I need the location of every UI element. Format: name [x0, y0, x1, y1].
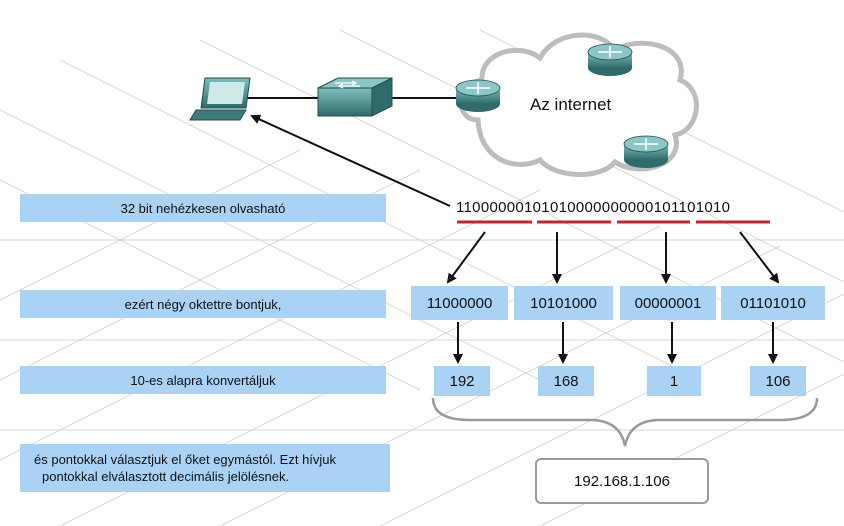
decimal-box-4: 106	[750, 366, 806, 396]
step-label-4-line-1: és pontokkal választjuk el őket egymástó…	[34, 452, 337, 467]
background-grid	[0, 29, 844, 526]
octet-box-2: 10101000	[514, 286, 613, 320]
decimal-box-1: 192	[434, 366, 490, 396]
router-icon	[623, 135, 669, 168]
decimal-box-3: 1	[647, 366, 701, 396]
convert-arrows	[453, 322, 778, 364]
split-arrows	[446, 231, 780, 284]
decimal-box-2: 168	[538, 366, 594, 396]
step-label-1: 32 bit nehézkesen olvasható	[20, 194, 386, 222]
router-icon	[455, 79, 501, 112]
router-icon	[587, 43, 633, 76]
step-label-4-line-2: pontokkal elválasztott decimális jelölés…	[42, 469, 290, 484]
step-label-2: ezért négy oktettre bontjuk,	[20, 290, 386, 318]
switch-icon	[317, 77, 393, 117]
step-label-4: és pontokkal választjuk el őket egymástó…	[20, 444, 390, 492]
internet-label: Az internet	[530, 95, 612, 114]
laptop-icon	[189, 77, 251, 121]
arrow-to-laptop	[250, 114, 451, 207]
grouping-brace	[431, 397, 819, 447]
octet-box-1: 11000000	[411, 286, 508, 320]
octet-box-4: 01101010	[721, 286, 825, 320]
binary-address: 11000000101010000000000101101010	[456, 199, 731, 216]
dotted-decimal-result: 192.168.1.106	[535, 458, 709, 504]
octet-box-3: 00000001	[620, 286, 716, 320]
step-label-3: 10-es alapra konvertáljuk	[20, 366, 386, 394]
